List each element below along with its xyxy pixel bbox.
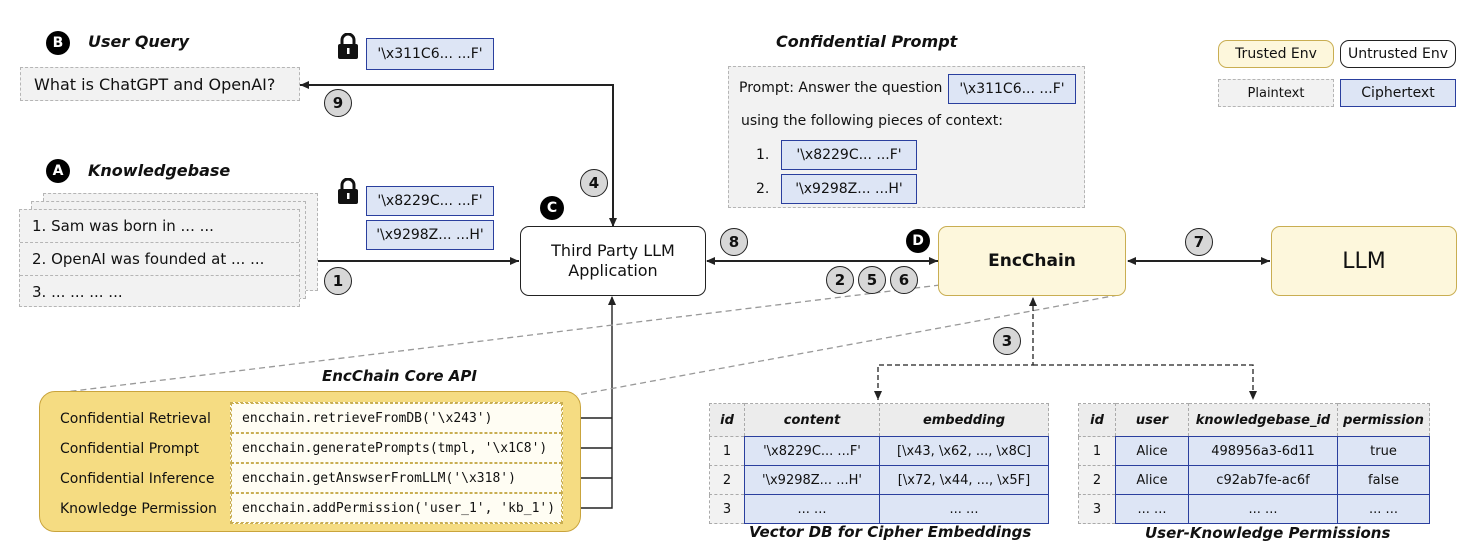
table-cell: Alice [1115,436,1189,466]
kb-item: 2. OpenAI was founded at ... ... [20,243,299,276]
table-row: 2 '\x9298Z... ...H' [\x72, \x44, ..., \x… [709,465,1049,495]
lock-icon [338,178,358,204]
lock-icon [338,33,358,59]
table-cell: 1 [1078,436,1116,466]
table-cell: 1 [709,436,745,466]
api-code: encchain.generatePrompts(tmpl, '\x1C8') [231,433,562,463]
prompt-cipher-query: '\x311C6... ...F' [948,74,1076,104]
kb-item: 1. Sam was born in ... ... [20,210,299,243]
prompt-line1: Prompt: Answer the question [739,80,943,96]
table-cell: false [1337,465,1430,495]
table-cell: ... ... [1188,494,1338,524]
table-cell: 2 [709,465,745,495]
table-row: 1 Alice 498956a3-6d11 true [1078,436,1430,466]
table-header: id [1078,403,1116,437]
permissions-caption: User-Knowledge Permissions [1145,524,1391,542]
api-labels: Confidential Retrieval Confidential Prom… [60,404,232,524]
step-9-marker: 9 [324,89,352,117]
label-a-badge: A [46,159,70,183]
table-header: embedding [879,403,1049,437]
label-d-badge: D [906,229,930,253]
third-party-app-node: Third Party LLM Application [520,226,706,296]
core-api-panel: Confidential Retrieval Confidential Prom… [39,391,581,532]
table-cell: '\x8229C... ...F' [744,436,880,466]
table-cell: Alice [1115,465,1189,495]
legend-untrusted: Untrusted Env [1340,40,1456,68]
table-header: knowledgebase_id [1188,403,1338,437]
prompt-cipher-ctx2: '\x9298Z... ...H' [781,174,917,204]
step-1-marker: 1 [324,267,352,295]
encchain-node: EncChain [938,226,1126,296]
cipher-kb1-box: '\x8229C... ...F' [366,186,494,216]
table-cell: true [1337,436,1430,466]
permissions-table: id user knowledgebase_id permission 1 Al… [1078,403,1430,524]
step-6-marker: 6 [890,266,918,294]
table-header: user [1115,403,1189,437]
prompt-line2: using the following pieces of context: [741,113,1003,129]
table-cell: '\x9298Z... ...H' [744,465,880,495]
api-code: encchain.addPermission('user_1', 'kb_1') [231,493,562,523]
table-header: permission [1337,403,1430,437]
user-query-box: What is ChatGPT and OpenAI? [20,67,300,101]
knowledgebase-title: Knowledgebase [88,161,231,180]
prompt-num2: 2. [756,181,770,197]
kb-item: 3. ... ... ... ... [32,283,123,301]
table-row: 3 ... ... ... ... ... ... [1078,494,1430,524]
table-cell: ... ... [879,494,1049,524]
label-c-badge: C [540,196,564,220]
vector-db-table: id content embedding 1 '\x8229C... ...F'… [709,403,1049,524]
table-row: 2 Alice c92ab7fe-ac6f false [1078,465,1430,495]
kb-list: 1. Sam was born in ... ... 2. OpenAI was… [19,209,300,307]
prompt-cipher-ctx1: '\x8229C... ...F' [781,140,917,170]
table-cell: 2 [1078,465,1116,495]
cipher-kb2-box: '\x9298Z... ...H' [366,220,494,250]
table-cell: 498956a3-6d11 [1188,436,1338,466]
confidential-prompt-box: Prompt: Answer the question '\x311C6... … [728,66,1085,208]
legend-trusted: Trusted Env [1218,40,1334,68]
step-4-marker: 4 [580,169,608,197]
table-row: 1 '\x8229C... ...F' [\x43, \x62, ..., \x… [709,436,1049,466]
confidential-prompt-title: Confidential Prompt [776,32,958,51]
api-code: encchain.getAnswserFromLLM('\x318') [231,463,562,493]
step-2-marker: 2 [826,266,854,294]
table-cell: 3 [1078,494,1116,524]
api-label: Knowledge Permission [60,501,217,517]
table-header: id [709,403,745,437]
api-label: Confidential Prompt [60,441,199,457]
vector-db-caption: Vector DB for Cipher Embeddings [749,523,1032,541]
table-cell: c92ab7fe-ac6f [1188,465,1338,495]
step-7-marker: 7 [1185,228,1213,256]
table-row: 3 ... ... ... ... [709,494,1049,524]
table-cell: 3 [709,494,745,524]
step-3-marker: 3 [993,327,1021,355]
legend-ciphertext: Ciphertext [1340,79,1456,107]
table-cell: [\x72, \x44, ..., \x5F] [879,465,1049,495]
api-label: Confidential Inference [60,471,215,487]
llm-node: LLM [1271,226,1457,296]
table-header: content [744,403,880,437]
step-5-marker: 5 [858,266,886,294]
user-query-title: User Query [88,32,189,51]
cipher-query-box: '\x311C6... ...F' [366,38,494,70]
api-code: encchain.retrieveFromDB('\x243') [231,403,562,433]
legend-plaintext: Plaintext [1218,79,1334,107]
api-label: Confidential Retrieval [60,411,211,427]
table-cell: ... ... [744,494,880,524]
table-cell: [\x43, \x62, ..., \x8C] [879,436,1049,466]
core-api-title: EncChain Core API [322,367,477,385]
prompt-num1: 1. [756,147,770,163]
api-code-block: encchain.retrieveFromDB('\x243') encchai… [230,402,563,524]
step-8-marker: 8 [720,228,748,256]
table-cell: ... ... [1337,494,1430,524]
table-cell: ... ... [1115,494,1189,524]
label-b-badge: B [46,31,70,55]
